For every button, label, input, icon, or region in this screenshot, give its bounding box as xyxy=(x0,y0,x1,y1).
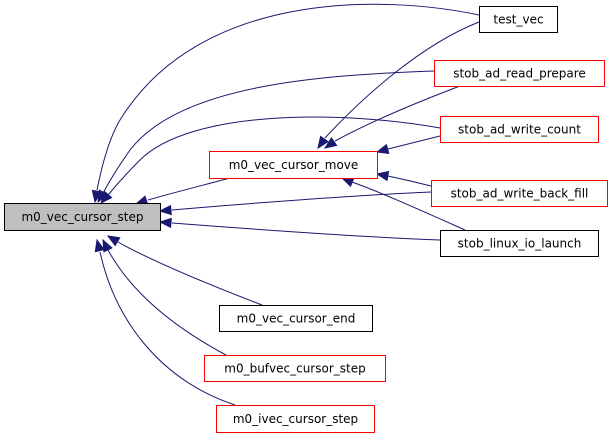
node-ivec-step[interactable]: m0_ivec_cursor_step xyxy=(216,405,375,433)
edge-line xyxy=(147,177,231,201)
edge-line xyxy=(324,21,480,139)
edge-line xyxy=(334,85,461,142)
node-label: test_vec xyxy=(493,13,543,27)
edge-move-to-step xyxy=(134,177,231,206)
node-label: m0_vec_cursor_step xyxy=(21,210,143,224)
arrowhead-icon xyxy=(375,143,390,155)
arrowhead-icon xyxy=(158,204,172,216)
edge-linux_io_launch-to-step xyxy=(158,217,441,241)
arrowhead-icon xyxy=(375,170,390,182)
node-box[interactable] xyxy=(4,203,161,231)
arrowhead-icon xyxy=(158,217,172,229)
arrowhead-icon xyxy=(102,238,113,253)
edge-write_count-to-move xyxy=(375,135,441,155)
edge-line xyxy=(387,175,432,187)
node-box[interactable] xyxy=(431,180,608,207)
node-box[interactable] xyxy=(216,405,375,433)
edge-ivec_step-to-step xyxy=(94,238,236,406)
arrowhead-icon xyxy=(340,177,355,188)
edge-read_prepare-to-move xyxy=(323,85,461,149)
node-box[interactable] xyxy=(440,230,599,257)
node-cursor-end[interactable]: m0_vec_cursor_end xyxy=(219,305,373,332)
node-label: stob_ad_write_back_fill xyxy=(451,187,589,201)
edge-line xyxy=(96,3,480,191)
node-linux-io-launch[interactable]: stob_linux_io_launch xyxy=(440,230,599,257)
edge-bufvec_step-to-step xyxy=(102,238,227,356)
edge-line xyxy=(171,222,441,241)
edge-test_vec-to-move xyxy=(317,21,480,150)
node-label: m0_ivec_cursor_step xyxy=(233,412,358,426)
arrowhead-icon xyxy=(100,190,113,204)
node-write-count[interactable]: stob_ad_write_count xyxy=(440,116,599,143)
edge-write_count-to-step xyxy=(100,116,441,204)
edge-read_prepare-to-step xyxy=(97,70,435,204)
edge-cursor_end-to-step xyxy=(106,235,263,306)
node-bufvec-step[interactable]: m0_bufvec_cursor_step xyxy=(204,355,386,382)
node-box[interactable] xyxy=(204,355,386,382)
edges-layer xyxy=(91,3,480,406)
edge-line xyxy=(351,181,466,231)
edge-write_back_fill-to-move xyxy=(375,170,432,187)
edge-line xyxy=(107,249,227,356)
edge-line xyxy=(387,135,441,150)
edge-line xyxy=(171,191,432,211)
node-label: stob_linux_io_launch xyxy=(458,237,582,251)
node-box[interactable] xyxy=(440,116,599,143)
edge-line xyxy=(117,241,263,306)
node-box[interactable] xyxy=(209,151,378,179)
node-box[interactable] xyxy=(434,60,605,87)
node-label: stob_ad_write_count xyxy=(458,123,581,137)
node-label: stob_ad_read_prepare xyxy=(453,67,586,81)
node-read-prepare[interactable]: stob_ad_read_prepare xyxy=(434,60,605,87)
arrowhead-icon xyxy=(323,137,338,149)
nodes-layer: m0_vec_cursor_step m0_vec_cursor_move test… xyxy=(4,6,608,433)
node-write-back-fill[interactable]: stob_ad_write_back_fill xyxy=(431,180,608,207)
edge-write_back_fill-to-step xyxy=(158,191,432,216)
arrowhead-icon xyxy=(317,135,329,150)
node-box[interactable] xyxy=(479,6,558,33)
node-move[interactable]: m0_vec_cursor_move xyxy=(209,151,378,179)
node-step[interactable]: m0_vec_cursor_step xyxy=(4,203,161,231)
edge-line xyxy=(99,251,236,406)
arrowhead-icon xyxy=(106,235,121,247)
node-label: m0_vec_cursor_move xyxy=(229,158,359,172)
node-box[interactable] xyxy=(219,305,373,332)
node-label: m0_bufvec_cursor_step xyxy=(224,362,365,376)
node-label: m0_vec_cursor_end xyxy=(237,312,356,326)
node-test-vec[interactable]: test_vec xyxy=(479,6,558,33)
arrowhead-icon xyxy=(94,238,105,253)
edge-line xyxy=(102,70,435,194)
edge-line xyxy=(107,116,441,196)
